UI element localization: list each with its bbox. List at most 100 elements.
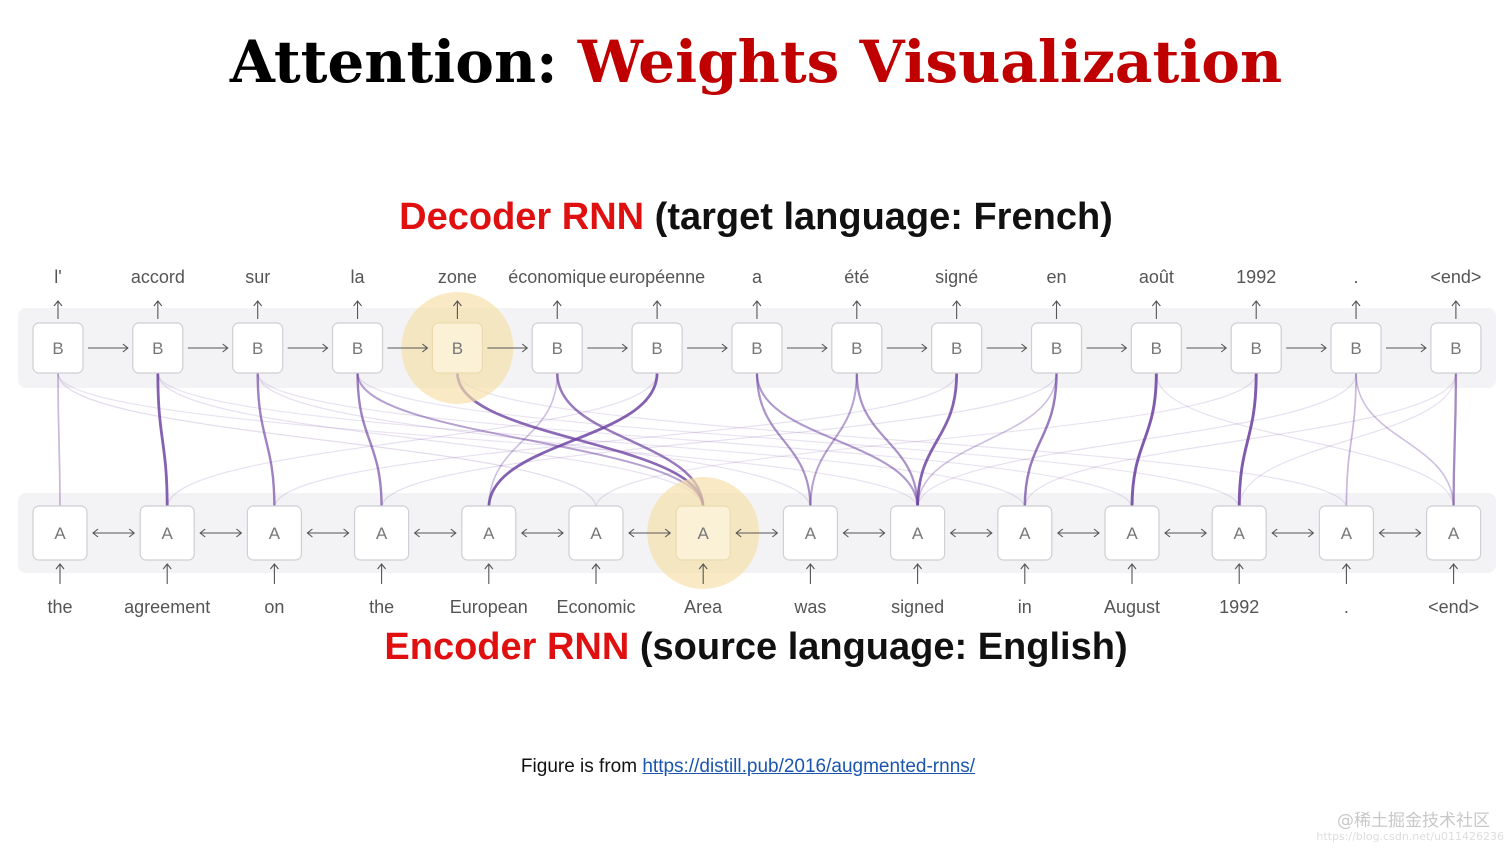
input-arrow	[377, 563, 387, 584]
encoder-node	[568, 505, 624, 561]
decoder-word: sur	[245, 267, 270, 287]
decoder-node-label: B	[851, 339, 862, 358]
attention-link	[57, 372, 597, 509]
title-prefix: Attention:	[229, 28, 578, 96]
input-arrow	[913, 563, 923, 584]
bidirectional-arrow	[413, 528, 457, 538]
decoder-word: août	[1139, 267, 1174, 287]
encoder-node	[782, 505, 839, 561]
bidirectional-arrow	[1378, 528, 1422, 538]
attention-link	[1345, 372, 1357, 509]
input-arrow	[1449, 563, 1459, 584]
decoder-node-label: B	[152, 339, 163, 358]
encoder-node	[139, 505, 195, 561]
encoder-node-label: A	[54, 524, 66, 543]
decoder-word: a	[752, 267, 763, 287]
attention-link	[916, 372, 959, 509]
attention-link	[917, 372, 1357, 509]
recurrent-arrow	[886, 343, 928, 353]
output-arrow	[552, 300, 562, 319]
recurrent-arrow	[287, 343, 329, 353]
figure-credit: Figure is from https://distill.pub/2016/…	[0, 756, 1496, 778]
decoder-node	[32, 322, 84, 374]
attention-link	[1130, 372, 1158, 509]
encoder-word: signed	[891, 597, 944, 617]
decoder-node-label: B	[352, 339, 363, 358]
bidirectional-arrow	[628, 528, 672, 538]
bidirectional-arrow	[306, 528, 350, 538]
encoder-node	[997, 505, 1053, 561]
input-arrow	[269, 563, 279, 584]
decoder-node-label: B	[1350, 339, 1361, 358]
decoder-heading-red: Decoder RNN	[399, 196, 645, 238]
attention-link	[1237, 372, 1258, 509]
decoder-node	[331, 322, 384, 374]
decoder-node	[431, 322, 483, 374]
decoder-node-label: B	[452, 339, 463, 358]
encoder-node	[32, 505, 88, 561]
decoder-heading-rest: (target language: French)	[644, 196, 1113, 238]
watermark: @稀土掘金技术社区	[1337, 811, 1490, 831]
attention-link	[257, 372, 1133, 509]
recurrent-arrow	[786, 343, 828, 353]
attention-link	[488, 372, 559, 509]
decoder-node	[531, 322, 583, 374]
input-arrow	[591, 563, 601, 584]
encoder-word: 1992	[1219, 597, 1259, 617]
decoder-word: été	[844, 267, 869, 287]
attention-link	[487, 372, 659, 509]
encoder-word: was	[793, 597, 826, 617]
encoder-word: on	[264, 597, 284, 617]
encoder-node-label: A	[162, 524, 174, 543]
attention-link	[356, 372, 383, 509]
output-arrow	[452, 300, 462, 319]
slide-title: Attention: Weights Visualization	[0, 22, 1512, 102]
attention-link	[166, 372, 658, 509]
decoder-node	[831, 322, 883, 374]
recurrent-arrow	[986, 343, 1028, 353]
encoder-word: the	[47, 597, 72, 617]
decoder-node	[1130, 322, 1182, 374]
encoder-node-label: A	[1126, 524, 1138, 543]
decoder-word: la	[351, 267, 366, 287]
bidirectional-arrow	[735, 528, 779, 538]
decoder-node-label: B	[1251, 339, 1262, 358]
attention-link	[57, 372, 61, 509]
attention-link	[1155, 372, 1455, 509]
encoder-node	[1425, 505, 1482, 561]
recurrent-arrow	[687, 343, 728, 353]
decoder-node	[731, 322, 783, 374]
encoder-node-label: A	[1448, 524, 1460, 543]
source-link[interactable]: https://distill.pub/2016/augmented-rnns/	[642, 756, 976, 777]
decoder-node-label: B	[1151, 339, 1162, 358]
encoder-heading: Encoder RNN (source language: English)	[0, 626, 1512, 669]
encoder-node-label: A	[912, 524, 924, 543]
encoder-word: August	[1104, 597, 1160, 617]
bidirectional-arrow	[520, 528, 564, 538]
attention-link	[755, 372, 812, 509]
decoder-node	[232, 322, 284, 374]
decoder-node-label: B	[552, 339, 563, 358]
encoder-node-label: A	[1341, 524, 1353, 543]
attention-link	[456, 372, 1347, 509]
recurrent-arrow	[587, 343, 628, 353]
input-arrow	[162, 563, 172, 584]
credit-text: Figure is from	[520, 756, 643, 777]
encoder-word: in	[1018, 597, 1032, 617]
encoder-node-label: A	[376, 524, 388, 543]
encoder-node-label: A	[590, 524, 602, 543]
decoder-word: accord	[131, 267, 185, 287]
input-arrow	[55, 563, 65, 584]
decoder-word: zone	[438, 267, 477, 287]
output-arrow	[353, 300, 362, 319]
encoder-heading-red: Encoder RNN	[384, 626, 630, 668]
output-arrow	[1351, 300, 1361, 319]
attention-link	[381, 372, 1058, 509]
input-arrow	[1020, 563, 1030, 584]
output-arrow	[752, 300, 762, 319]
recurrent-arrow	[387, 343, 429, 353]
encoder-word: Area	[684, 597, 723, 617]
encoder-node-label: A	[483, 524, 495, 543]
attention-link	[809, 372, 858, 509]
decoder-word: .	[1354, 267, 1359, 287]
